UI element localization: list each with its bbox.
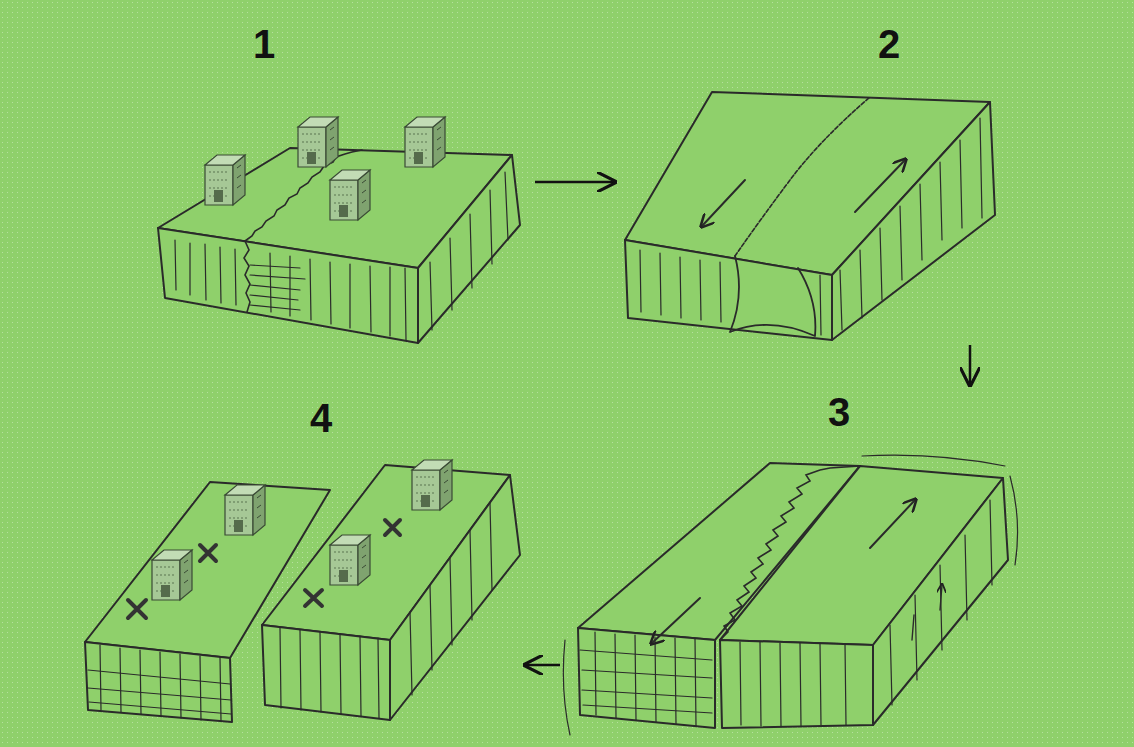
- stage-number: 3: [828, 392, 850, 432]
- stage-number: 4: [310, 398, 332, 438]
- fault-stage: 2: [615, 10, 1005, 345]
- stage-number: 2: [878, 24, 900, 64]
- stage-number: 1: [253, 24, 275, 64]
- fault-stage: 3: [560, 385, 1015, 735]
- stage-arrow: [969, 345, 972, 385]
- fault-stage: 4: [75, 390, 525, 730]
- stage-arrow: [525, 664, 560, 667]
- fault-stage: 1: [150, 10, 535, 345]
- stage-arrow: [535, 181, 615, 184]
